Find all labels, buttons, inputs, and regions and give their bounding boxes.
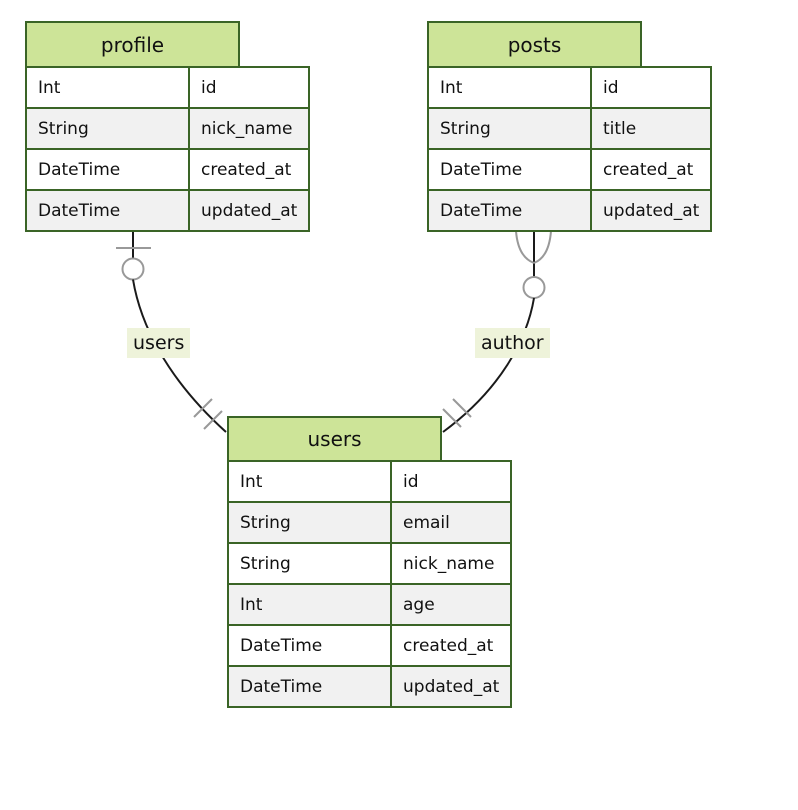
attribute-name: id [589, 66, 713, 109]
crow-foot-many-icon [515, 230, 535, 264]
crow-foot-many-icon [533, 230, 552, 264]
attribute-type: DateTime [227, 665, 392, 708]
relationship-author-posts [442, 230, 552, 433]
attribute-name: updated_at [187, 189, 311, 232]
one-and-only-one-tick-icon [442, 408, 462, 428]
attribute-type: Int [427, 66, 592, 109]
attribute-type: String [427, 107, 592, 150]
attribute-name: email [389, 501, 513, 544]
relationship-label-users: users [127, 328, 191, 358]
attribute-type: DateTime [25, 148, 190, 191]
entity-posts-header: posts [427, 21, 642, 66]
entity-profile-title: profile [100, 32, 165, 57]
attribute-type: DateTime [25, 189, 190, 232]
entity-users-header: users [227, 416, 442, 460]
zero-or-many-circle-icon [522, 276, 546, 299]
attribute-type: String [25, 107, 190, 150]
one-and-only-one-tick-icon [203, 410, 223, 430]
entity-posts-title: posts [507, 32, 562, 57]
one-and-only-one-tick-icon [452, 398, 472, 418]
one-and-only-one-tick-icon [193, 398, 213, 418]
entity-users-title: users [307, 427, 362, 451]
entity-profile-header: profile [25, 21, 240, 66]
attribute-type: DateTime [427, 148, 592, 191]
relationship-label-author: author [475, 328, 550, 358]
attribute-type: Int [25, 66, 190, 109]
attribute-type: String [227, 501, 392, 544]
relationship-curve [442, 297, 535, 433]
attribute-name: updated_at [389, 665, 513, 708]
attribute-name: nick_name [389, 542, 513, 585]
attribute-name: title [589, 107, 713, 150]
attribute-name: created_at [389, 624, 513, 667]
attribute-type: Int [227, 583, 392, 626]
attribute-name: id [187, 66, 311, 109]
attribute-name: nick_name [187, 107, 311, 150]
attribute-type: DateTime [427, 189, 592, 232]
attribute-name: created_at [187, 148, 311, 191]
zero-or-one-circle-icon [121, 257, 145, 281]
attribute-name: created_at [589, 148, 713, 191]
attribute-type: DateTime [227, 624, 392, 667]
attribute-name: updated_at [589, 189, 713, 232]
attribute-name: age [389, 583, 513, 626]
attribute-type: Int [227, 460, 392, 503]
attribute-name: id [389, 460, 513, 503]
attribute-type: String [227, 542, 392, 585]
